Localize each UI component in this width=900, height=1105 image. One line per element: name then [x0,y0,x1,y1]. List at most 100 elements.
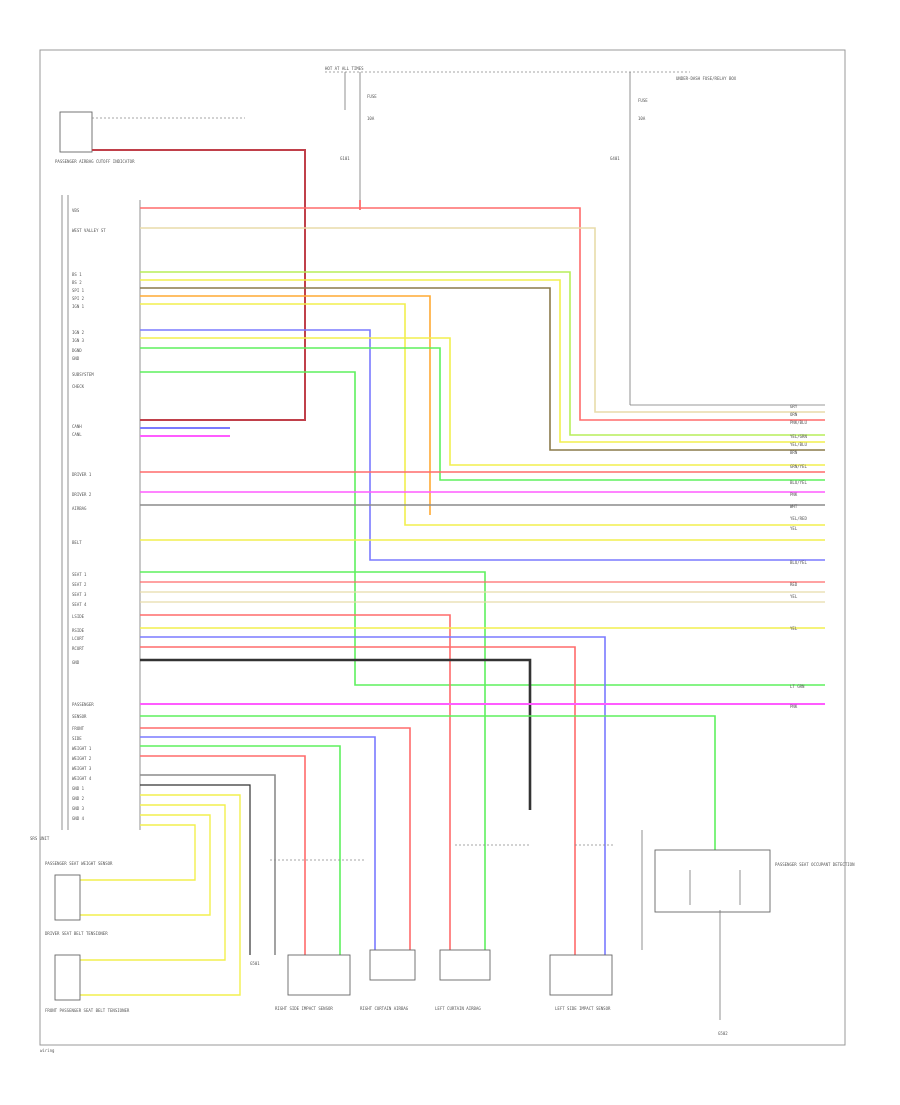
fuse-right-amp: 10A [638,116,646,121]
wire-wvs [140,227,825,413]
fuse-box-right-label: UNDER-DASH FUSE/RELAY BOX [676,76,737,81]
wire-ign2 [140,329,825,561]
srs-pin-label: RCURT [72,646,85,651]
srs-pin-label: FRONT [72,726,85,731]
srs-pin-label: AIRBAG [72,506,87,511]
ground-top-left: G101 [340,156,350,161]
srs-pin-label: IGN 2 [72,330,85,335]
passenger-airbag-indicator: PASSENGER AIRBAG CUTOFF INDICATOR [55,111,245,164]
srs-pin-label: WEST VALLEY ST [72,228,106,233]
wire-sensor [140,715,716,850]
footer-text: wiring [40,1048,55,1053]
srs-pin-label: IGN 1 [72,304,85,309]
srs-pin-label: LCURT [72,636,85,641]
ground-bottom-label: G501 [250,961,260,966]
srs-pin-label: DGND [72,348,82,353]
wire-ws3 [80,814,211,916]
right-wire-labels: GRYORNPNK/BLUYEL/GRNYEL/BLUBRNGRN/YELBLU… [790,404,807,709]
passenger-belt-box [54,954,81,1001]
right-wire-label: BRN [790,450,798,455]
fuse-left-label: FUSE [367,94,377,99]
right-wire-label: RED [790,582,798,587]
wire-gnd [140,658,532,810]
diagram-frame [39,49,846,1046]
wire-spi1 [140,287,825,451]
srs-pin-label: SPI 2 [72,296,85,301]
srs-pin-label: GND [72,356,80,361]
srs-pin-label: CHECK [72,384,85,389]
right-curtain-airbag [369,949,416,981]
right-wire-label: YEL/GRN [790,434,807,439]
right-wire-label: LT GRN [790,684,805,689]
wire-vbs [140,207,825,421]
srs-pin-label: WEIGHT 1 [72,746,92,751]
srs-pin-label: PASSENGER [72,702,94,707]
wire-seat1 [140,571,486,950]
fuse-box-left-label: HOT AT ALL TIMES [325,66,364,71]
srs-pin-label: LSIDE [72,614,85,619]
passenger-belt-label: FRONT PASSENGER SEAT BELT TENSIONER [45,1008,130,1013]
wire-ws4 [80,824,196,881]
right-wire-label: BLU/YEL [790,560,807,565]
srs-pin-label: GND [72,660,80,665]
right-side-impact-sensor [287,954,351,996]
wire-spi2 [140,295,431,515]
srs-pin-label: SPI 1 [72,288,85,293]
srs-pin-label: GND 3 [72,806,85,811]
srs-pin-label: CANL [72,432,82,437]
srs-pin-label: SUBSYSTEM [72,372,94,377]
right-wire-label: YEL [790,626,798,631]
right-wire-label: PNK/BLU [790,420,807,425]
srs-pin-label: SIDE [72,736,82,741]
wire-gnd1 [140,774,276,955]
right-wire-label: PNK [790,492,798,497]
srs-pin-label: SEAT 3 [72,592,87,597]
srs-pin-label: SENSOR [72,714,87,719]
srs-pin-label: VBS [72,208,80,213]
passenger-airbag-label: PASSENGER AIRBAG CUTOFF INDICATOR [55,159,135,164]
srs-pin-label: BELT [72,540,82,545]
weight-sensor-label: PASSENGER SEAT WEIGHT SENSOR [45,861,113,866]
wire-w2 [140,755,306,955]
wire-rcurt [140,646,576,955]
right-side-label: RIGHT SIDE IMPACT SENSOR [275,1006,333,1011]
right-wire-label: GRY [790,404,798,409]
srs-pin-label: DRIVER 1 [72,472,92,477]
srs-pin-label: RSIDE [72,628,85,633]
wire-ws2 [80,804,226,961]
right-wire-label: PNK [790,704,798,709]
right-wire-label: BLU/YEL [790,480,807,485]
ground-bottom-right-label: G502 [718,1031,728,1036]
srs-pin-label: GND 2 [72,796,85,801]
wire-w1 [140,745,341,955]
srs-pin-label: SEAT 2 [72,582,87,587]
srs-pin-label: CANH [72,424,82,429]
left-tensioners: PASSENGER SEAT WEIGHT SENSOR DRIVER SEAT… [45,861,130,1013]
right-wire-label: GRN/YEL [790,464,807,469]
srs-pin-label: WEIGHT 3 [72,766,92,771]
right-wire-label: YEL/BLU [790,442,807,447]
passenger-occupant-detection [654,849,771,913]
driver-belt-box [54,874,81,921]
wire-ws1 [80,794,241,996]
right-curtain-label: RIGHT CURTAIN AIRBAG [360,1006,409,1011]
bottom-components: RIGHT SIDE IMPACT SENSOR RIGHT CURTAIN A… [250,830,855,1036]
srs-pin-label: GND 4 [72,816,85,821]
left-curtain-label: LEFT CURTAIN AIRBAG [435,1006,481,1011]
wire-ign3 [140,337,825,466]
wire-indicator [92,149,306,421]
occupant-label: PASSENGER SEAT OCCUPANT DETECTION [775,862,855,867]
srs-pin-label: SEAT 1 [72,572,87,577]
srs-pin-label: WEIGHT 4 [72,776,92,781]
wire-lcurt [140,636,606,955]
wire-bs1 [140,271,825,436]
fuse-box-top: HOT AT ALL TIMES FUSE 10A UNDER-DASH FUS… [325,66,825,406]
srs-pin-label: SEAT 4 [72,602,87,607]
right-wire-label: WHT [790,504,798,509]
wire-ign1 [140,303,825,526]
wire-bs2 [140,279,825,443]
